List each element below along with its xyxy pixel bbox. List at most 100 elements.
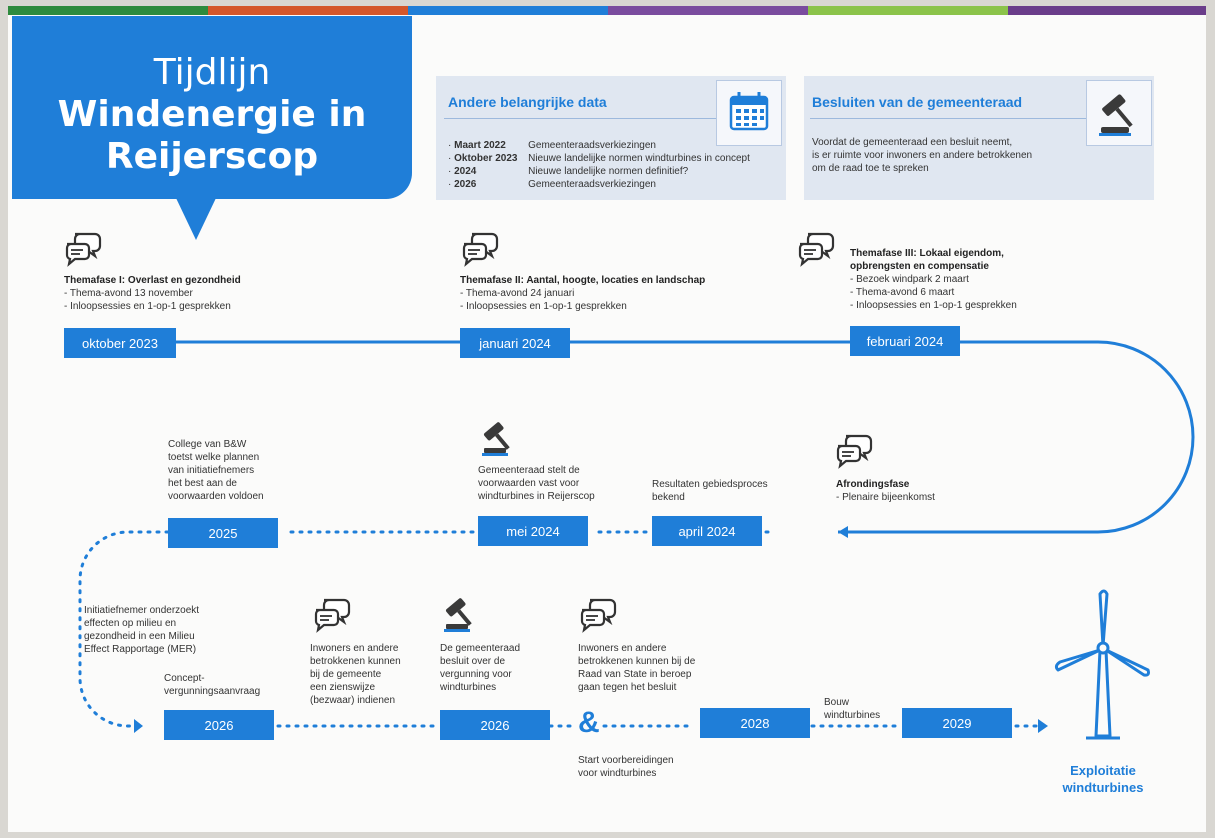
april-line: bekend: [652, 492, 685, 503]
council-line: is er ruimte voor inwoners en andere bet…: [812, 150, 1033, 161]
chat-bubbles-icon: [836, 434, 873, 469]
phase-2-title: Themafase II: Aantal, hoogte, locaties e…: [460, 275, 706, 286]
gavel-icon: [1086, 80, 1152, 146]
aanvraag-text: Concept- vergunningsaanvraag: [164, 672, 260, 698]
besluit-line: besluit over de: [440, 656, 506, 667]
date-2025: 2025: [168, 518, 278, 548]
zienswijze-line: betrokkenen kunnen: [310, 656, 401, 667]
banner-pointer: [176, 198, 216, 240]
beroep-text: Inwoners en andere betrokkenen kunnen bi…: [578, 642, 695, 694]
bouw-text: Bouw windturbines: [824, 696, 880, 722]
date-row-date: Oktober 2023: [454, 153, 518, 164]
beroep-line: gaan tegen het besluit: [578, 682, 677, 693]
gavel-icon: [482, 422, 510, 456]
color-strip-1: [8, 6, 208, 15]
divider: [444, 118, 716, 119]
phase-2-line: - Thema-avond 24 januari: [460, 288, 575, 299]
besluit-line: vergunning voor: [440, 669, 512, 680]
chat-bubbles-icon: [65, 232, 102, 267]
ampersand: &: [578, 706, 600, 739]
date-row-text: Gemeenteraadsverkiezingen: [528, 140, 656, 151]
date-row-text: Nieuwe landelijke normen definitief?: [528, 166, 689, 177]
council-text: Voordat de gemeenteraad een besluit neem…: [812, 136, 1032, 175]
phase-3-title: Themafase III: Lokaal eigendom,: [850, 248, 1004, 259]
phase-2-text: Themafase II: Aantal, hoogte, locaties e…: [460, 274, 705, 313]
phase-3-line: - Bezoek windpark 2 maart: [850, 274, 969, 285]
mei-line: windturbines in Reijerscop: [478, 491, 595, 502]
title-banner: Tijdlijn Windenergie in Reijerscop: [12, 16, 412, 199]
aanvraag-line: Concept-: [164, 673, 205, 684]
phase-1-title: Themafase I: Overlast en gezondheid: [64, 275, 241, 286]
y2025-line: van initiatiefnemers: [168, 465, 255, 476]
besluit-line: De gemeenteraad: [440, 643, 521, 654]
zienswijze-line: (bezwaar) indienen: [310, 695, 396, 706]
council-decisions-box: Besluiten van de gemeenteraad Voordat de…: [804, 76, 1154, 200]
zienswijze-line: een zienswijze: [310, 682, 376, 693]
zienswijze-text: Inwoners en andere betrokkenen kunnen bi…: [310, 642, 401, 707]
besluit-text: De gemeenteraad besluit over de vergunni…: [440, 642, 520, 694]
mer-line: Initiatiefnemer onderzoekt: [84, 605, 200, 616]
title-line-3: Reijerscop: [105, 136, 319, 177]
mer-line: effecten op milieu en: [84, 618, 177, 629]
date-oktober-2023: oktober 2023: [64, 328, 176, 358]
phase-1-line: - Thema-avond 13 november: [64, 288, 193, 299]
phase-3-title: opbrengsten en compensatie: [850, 261, 989, 272]
exploitation-line: windturbines: [1062, 780, 1144, 795]
calendar-icon: [716, 80, 782, 146]
mer-line: Effect Rapportage (MER): [84, 644, 197, 655]
date-2026-besluit: 2026: [440, 710, 550, 740]
date-2026-aanvraag: 2026: [164, 710, 274, 740]
color-strip-2: [208, 6, 408, 15]
date-row-date: 2024: [454, 166, 477, 177]
mei-line: Gemeenteraad stelt de: [478, 465, 580, 476]
voorbereiding-text: Start voorbereidingen voor windturbines: [578, 754, 674, 780]
april-line: Resultaten gebiedsproces: [652, 479, 768, 490]
wind-turbine-icon: [1054, 589, 1150, 740]
y2025-text: College van B&W toetst welke plannen van…: [168, 438, 264, 503]
gavel-icon: [444, 598, 472, 632]
chat-bubbles-icon: [462, 232, 499, 267]
y2025-line: toetst welke plannen: [168, 452, 260, 463]
zienswijze-line: Inwoners en andere: [310, 643, 399, 654]
date-april-2024: april 2024: [652, 516, 762, 546]
chat-bubbles-icon: [580, 598, 617, 633]
chat-bubbles-icon: [314, 598, 351, 633]
date-row-date: 2026: [454, 179, 477, 190]
exploitation-line: Exploitatie: [1070, 763, 1136, 778]
beroep-line: betrokkenen kunnen bij de: [578, 656, 696, 667]
bouw-line: windturbines: [824, 710, 881, 721]
color-strip-3: [408, 6, 608, 15]
beroep-line: Raad van State in beroep: [578, 669, 692, 680]
divider: [810, 118, 1086, 119]
phase-3-line: - Thema-avond 6 maart: [850, 287, 955, 298]
timeline-poster: Tijdlijn Windenergie in Reijerscop Ander…: [8, 6, 1206, 832]
title-line-2: Windenergie in: [57, 94, 367, 135]
besluit-line: windturbines: [440, 682, 497, 693]
date-januari-2024: januari 2024: [460, 328, 570, 358]
bouw-line: Bouw: [824, 697, 850, 708]
council-line: Voordat de gemeenteraad een besluit neem…: [812, 137, 1013, 148]
final-phase-text: Afrondingsfase - Plenaire bijeenkomst: [836, 478, 935, 504]
title-line-1: Tijdlijn: [153, 52, 271, 93]
date-februari-2024: februari 2024: [850, 326, 960, 356]
color-strip-4: [608, 6, 808, 15]
zienswijze-line: bij de gemeente: [310, 669, 382, 680]
mei-line: voorwaarden vast voor: [478, 478, 580, 489]
phase-3-line: - Inloopsessies en 1-op-1 gesprekken: [850, 300, 1017, 311]
mer-line: gezondheid in een Milieu: [84, 631, 195, 642]
y2025-line: voorwaarden voldoen: [168, 491, 264, 502]
final-phase-line: - Plenaire bijeenkomst: [836, 492, 935, 503]
mer-text: Initiatiefnemer onderzoekt effecten op m…: [84, 604, 199, 656]
voorbereiding-line: Start voorbereidingen: [578, 755, 674, 766]
date-2028: 2028: [700, 708, 810, 738]
exploitation-label: Exploitatie windturbines: [1048, 762, 1158, 796]
date-row-date: Maart 2022: [454, 140, 506, 151]
y2025-line: College van B&W: [168, 439, 247, 450]
phase-1-line: - Inloopsessies en 1-op-1 gesprekken: [64, 301, 231, 312]
date-row-text: Nieuwe landelijke normen windturbines in…: [528, 153, 750, 164]
april-text: Resultaten gebiedsproces bekend: [652, 478, 768, 504]
phase-3-text: Themafase III: Lokaal eigendom, opbrengs…: [850, 247, 1017, 312]
color-strip-5: [808, 6, 1008, 15]
